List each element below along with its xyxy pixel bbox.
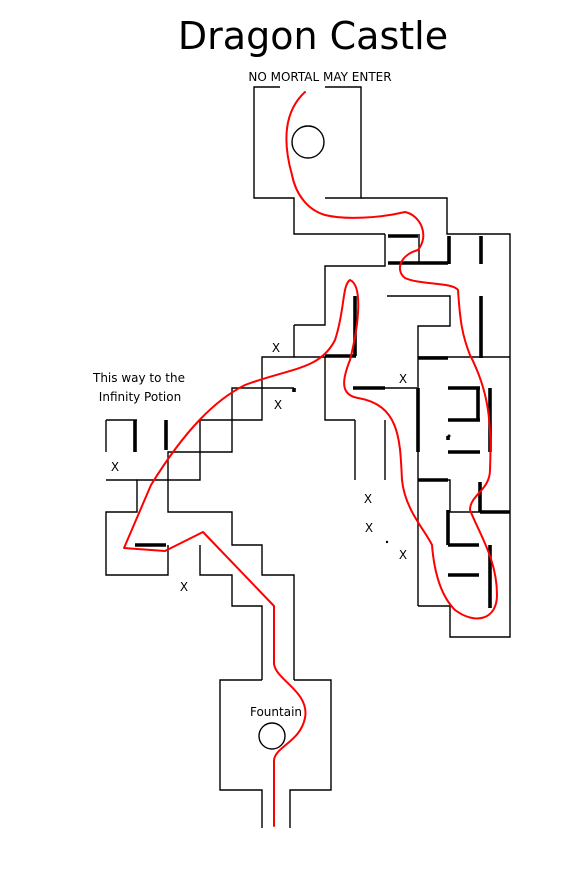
entrance-room [253, 86, 511, 638]
direction-label-line1: This way to the [92, 371, 185, 385]
x-marker: X [274, 398, 282, 412]
dots [385, 434, 451, 544]
map-title: Dragon Castle [178, 14, 448, 58]
fountain-room [219, 679, 332, 828]
thick-walls [133, 234, 510, 608]
fountain [258, 722, 286, 750]
x-marker: X [399, 548, 407, 562]
entrance-label: NO MORTAL MAY ENTER [248, 70, 391, 84]
west-corridor-walls [105, 325, 325, 680]
x-marker: X [364, 492, 372, 506]
x-marker: X [272, 341, 280, 355]
x-marker: X [399, 372, 407, 386]
entrance-pillar [291, 125, 325, 159]
fountain-label: Fountain [250, 705, 302, 719]
x-marker: X [365, 521, 373, 535]
direction-label-line2: Infinity Potion [99, 390, 181, 404]
x-markers: X X X X X X X X [111, 341, 407, 594]
x-marker: X [180, 580, 188, 594]
x-marker: X [111, 460, 119, 474]
route-path [123, 91, 498, 827]
